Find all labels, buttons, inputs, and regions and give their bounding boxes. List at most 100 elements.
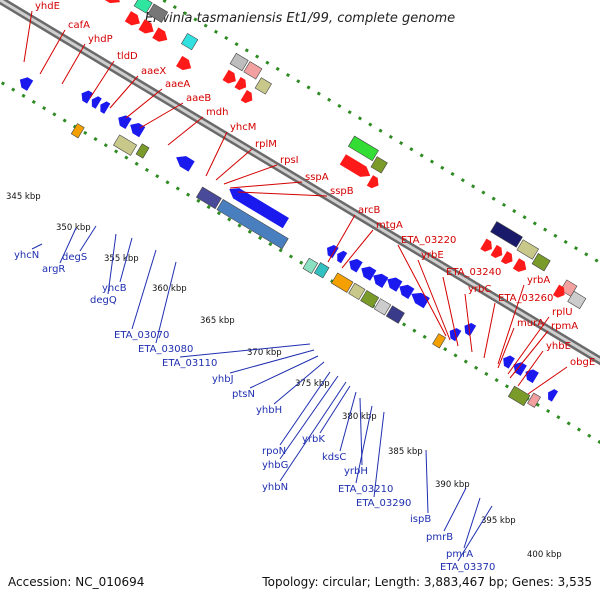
forward-gene-label: obgE [570, 357, 595, 368]
kbp-label: 350 kbp [56, 223, 91, 233]
reverse-gene-arrow [373, 273, 389, 288]
forward-gene-arrow [240, 90, 253, 104]
gene-block [313, 262, 330, 279]
red-leader-line [517, 350, 544, 387]
blue-leader-line [131, 249, 157, 330]
red-leader-line [61, 43, 86, 85]
map-title: Erwinia tasmaniensis Et1/99, complete ge… [145, 11, 455, 26]
reverse-gene-arrow [176, 156, 195, 172]
reverse-gene-label: yhbJ [212, 374, 234, 385]
forward-gene-arrow [552, 284, 565, 298]
reverse-gene-label: pmrA [446, 549, 473, 560]
kbp-label: 400 kbp [527, 550, 562, 560]
blue-leader-line [31, 243, 43, 250]
reverse-gene-arrow [130, 123, 146, 138]
blue-leader-line [355, 405, 373, 484]
red-leader-line [397, 244, 447, 337]
reverse-gene-arrow [399, 284, 415, 299]
forward-gene-arrow [152, 27, 168, 42]
gene-block [195, 186, 222, 210]
gene-shape [98, 0, 121, 4]
reverse-gene-label: yhbN [262, 482, 288, 493]
gene-shape [70, 123, 85, 139]
gene-block [490, 221, 523, 248]
gene-shape [347, 135, 379, 162]
red-leader-line [89, 60, 115, 99]
forward-gene-arrow [490, 244, 503, 258]
gene-shape [507, 385, 531, 407]
red-leader-line [23, 10, 33, 63]
forward-gene-arrow [222, 69, 236, 84]
kbp-label: 355 kbp [104, 254, 139, 264]
forward-gene-arrow [480, 238, 492, 252]
blue-leader-line [179, 343, 311, 358]
blue-leader-line [339, 391, 357, 452]
gene-shape [229, 188, 289, 229]
red-leader-line [327, 214, 356, 263]
forward-gene-label: yhbE [546, 341, 571, 352]
forward-gene-label: arcB [358, 205, 381, 216]
gene-shape [373, 298, 392, 316]
forward-gene-arrow [500, 251, 513, 265]
gene-shape [118, 115, 132, 130]
reverse-gene-label: rpoN [262, 446, 286, 457]
gene-shape [234, 76, 247, 91]
gene-block [254, 77, 272, 95]
blue-leader-line [425, 449, 429, 514]
gene-shape [81, 90, 94, 104]
kbp-label: 390 kbp [435, 480, 470, 490]
forward-gene-label: aaeB [186, 93, 211, 104]
forward-gene-arrow [339, 154, 371, 177]
blue-leader-line [457, 505, 493, 562]
forward-gene-label: ETA_03260 [498, 293, 553, 304]
gene-shape [240, 90, 253, 104]
gene-shape [490, 221, 523, 248]
gene-shape [361, 266, 377, 281]
forward-gene-label: sspA [305, 172, 329, 183]
red-leader-line [139, 102, 184, 129]
reverse-gene-label: ETA_03290 [356, 498, 411, 509]
kbp-label: 385 kbp [388, 447, 423, 457]
gene-block [70, 123, 85, 139]
reverse-gene-label: argR [42, 264, 65, 275]
gene-shape [100, 101, 111, 114]
reverse-gene-label: yhcN [14, 250, 39, 261]
reverse-gene-label: ETA_03110 [162, 358, 217, 369]
gene-block [432, 333, 447, 349]
gene-shape [513, 362, 527, 376]
reverse-gene-arrow [81, 90, 94, 104]
blue-leader-line [59, 227, 77, 264]
red-leader-line [527, 366, 568, 395]
red-leader-line [442, 276, 459, 347]
reverse-gene-label: yhcB [102, 283, 127, 294]
blue-leader-line [79, 225, 97, 252]
gene-block [180, 32, 199, 51]
blue-leader-line [279, 375, 339, 460]
forward-gene-label: aaeX [141, 66, 166, 77]
gene-block [507, 385, 531, 407]
forward-gene-arrow [98, 0, 121, 4]
backbone-line [0, 0, 600, 366]
gene-shape [133, 0, 153, 14]
reverse-gene-label: ispB [410, 514, 431, 525]
gene-shape [331, 272, 354, 293]
kbp-label: 345 kbp [6, 192, 41, 202]
accession-text: Accession: NC_010694 [8, 575, 144, 589]
gene-shape [138, 19, 154, 34]
kbp-label: 380 kbp [342, 412, 377, 422]
gene-shape [348, 282, 366, 301]
gene-block [347, 135, 379, 162]
red-leader-line [509, 330, 549, 379]
gene-shape [548, 389, 559, 402]
reverse-gene-label: degQ [90, 295, 117, 306]
gene-shape [135, 143, 150, 159]
reverse-gene-label: yhbG [262, 460, 288, 471]
reverse-gene-label: yrbH [344, 466, 368, 477]
gene-shape [480, 238, 492, 252]
gene-block [302, 257, 319, 274]
reverse-gene-label: kdsC [322, 452, 346, 463]
gene-block [360, 289, 380, 309]
forward-gene-label: yhdP [88, 34, 113, 45]
gene-block [527, 392, 541, 408]
